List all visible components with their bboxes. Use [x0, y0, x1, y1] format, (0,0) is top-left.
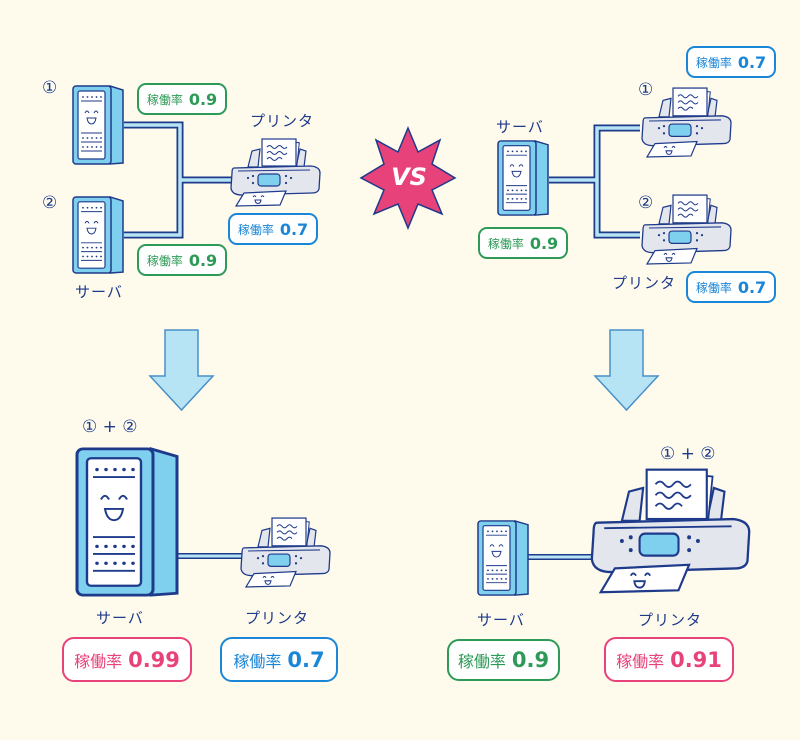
badge-value: 0.9: [188, 250, 218, 270]
printer-2-rate-badge: 稼働率 0.7: [686, 271, 776, 303]
top-left-cables: [124, 121, 232, 239]
printer-label: プリンタ: [638, 611, 703, 629]
badge-label: 稼働率: [74, 651, 123, 671]
server-icon: [477, 520, 529, 596]
badge-label: 稼働率: [695, 280, 732, 295]
printer-icon: [240, 517, 331, 588]
badge-value: 0.7: [737, 277, 767, 297]
badge-value: 0.99: [128, 647, 180, 672]
badge-label: 稼働率: [695, 55, 732, 70]
server-1-icon: [72, 85, 124, 165]
badge-label: 稼働率: [146, 92, 183, 107]
server-1-marker: ①: [42, 78, 58, 98]
printer-1-rate-badge: 稼働率 0.7: [686, 46, 776, 78]
printer-label: プリンタ: [245, 609, 310, 627]
printer-rate-badge: 稼働率 0.7: [228, 213, 318, 245]
server-2-icon: [72, 196, 124, 274]
badge-label: 稼働率: [616, 651, 665, 671]
printer-1-marker: ①: [638, 80, 654, 100]
printer-icon: [230, 138, 321, 207]
server-label: サーバ: [477, 611, 525, 629]
combined-printer-marker: ① + ②: [660, 444, 716, 464]
server-label: サーバ: [496, 118, 544, 136]
badge-value: 0.7: [287, 647, 325, 672]
badge-label: 稼働率: [487, 236, 524, 251]
printer-label: プリンタ: [250, 112, 315, 130]
combined-printer-icon: [590, 468, 751, 594]
combined-server-icon: [75, 447, 179, 597]
badge-value: 0.91: [670, 647, 722, 672]
server-rate-badge: 稼働率 0.9: [478, 227, 568, 259]
server-icon: [497, 140, 549, 216]
printer-2-icon: [641, 194, 732, 265]
printer-label: プリンタ: [612, 274, 677, 292]
server-1-rate-badge: 稼働率 0.9: [137, 83, 227, 115]
badge-value: 0.9: [529, 233, 559, 253]
down-arrow-right-icon: [593, 329, 660, 412]
printer-2-marker: ②: [638, 193, 654, 213]
badge-value: 0.9: [188, 89, 218, 109]
server-2-marker: ②: [42, 193, 58, 213]
vs-label: VS: [391, 163, 427, 191]
badge-label: 稼働率: [237, 222, 274, 237]
printer-1-icon: [641, 87, 732, 158]
server-label: サーバ: [96, 609, 144, 627]
down-arrow-left-icon: [148, 329, 215, 412]
server-rate-badge: 稼働率 0.9: [447, 639, 560, 681]
server-label: サーバ: [75, 283, 123, 301]
badge-label: 稼働率: [457, 652, 506, 671]
server-2-rate-badge: 稼働率 0.9: [137, 244, 227, 276]
badge-value: 0.7: [737, 52, 767, 72]
badge-label: 稼働率: [233, 651, 282, 671]
badge-value: 0.7: [279, 219, 309, 239]
badge-label: 稼働率: [146, 253, 183, 268]
vs-starburst-icon: [359, 126, 457, 230]
badge-value: 0.9: [511, 648, 550, 672]
top-right-cables: [549, 124, 640, 239]
combined-server-marker: ① + ②: [82, 417, 138, 437]
